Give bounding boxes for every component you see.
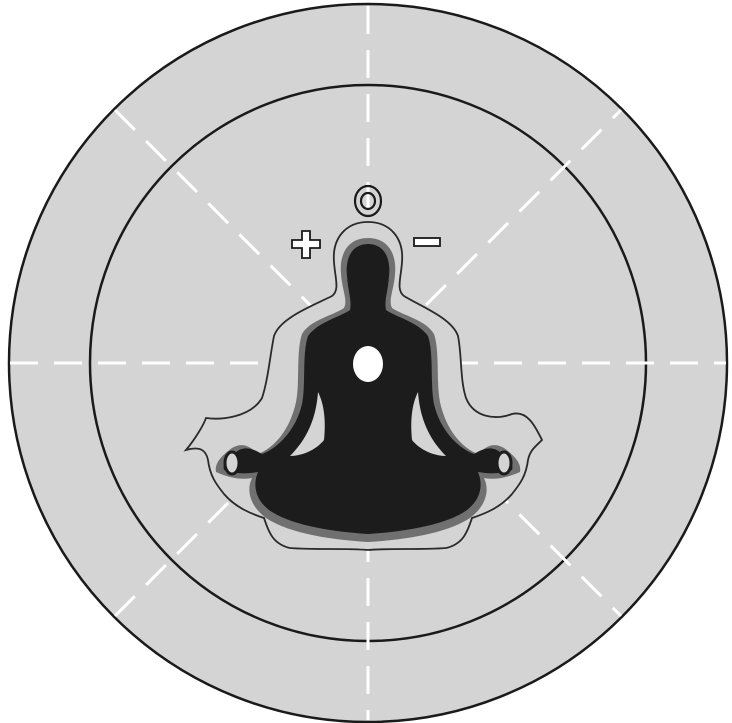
left-hand-mudra <box>225 452 239 474</box>
right-hand-mudra <box>497 452 511 474</box>
heart-point <box>353 346 383 382</box>
minus-icon <box>414 238 440 246</box>
